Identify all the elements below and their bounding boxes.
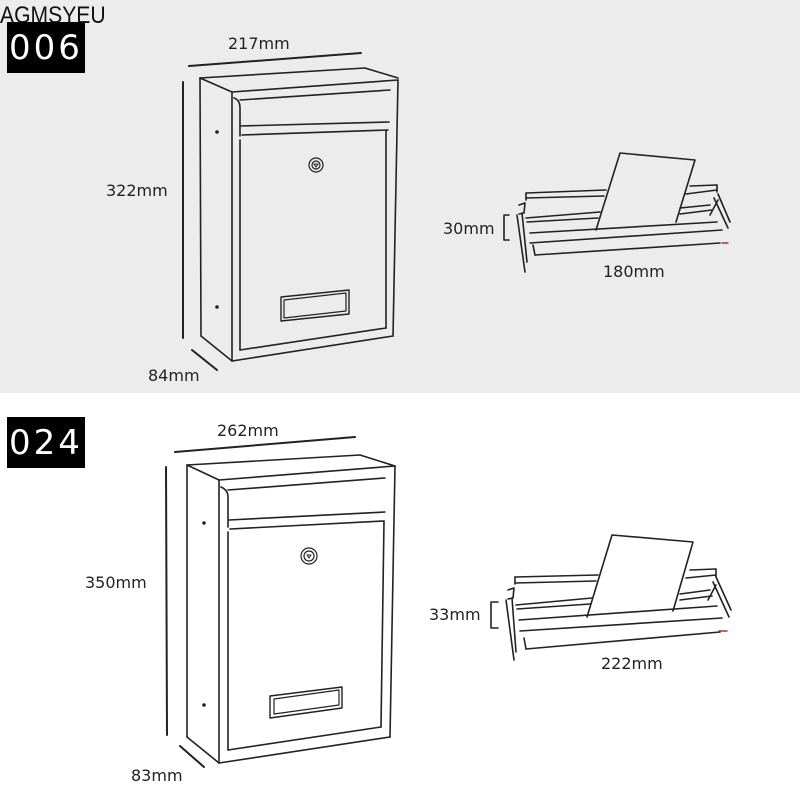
slot-width-label-024: 222mm: [601, 654, 663, 673]
height-label-006: 322mm: [106, 181, 168, 200]
model-badge-024: 024: [7, 417, 85, 468]
model-024-panel: [0, 393, 800, 800]
slot-height-label-006: 30mm: [443, 219, 495, 238]
width-label-006: 217mm: [228, 34, 290, 53]
slot-height-label-024: 33mm: [429, 605, 481, 624]
width-label-024: 262mm: [217, 421, 279, 440]
depth-label-006: 84mm: [148, 366, 200, 385]
model-badge-006: 006: [7, 22, 85, 73]
height-label-024: 350mm: [85, 573, 147, 592]
depth-label-024: 83mm: [131, 766, 183, 785]
slot-width-label-006: 180mm: [603, 262, 665, 281]
